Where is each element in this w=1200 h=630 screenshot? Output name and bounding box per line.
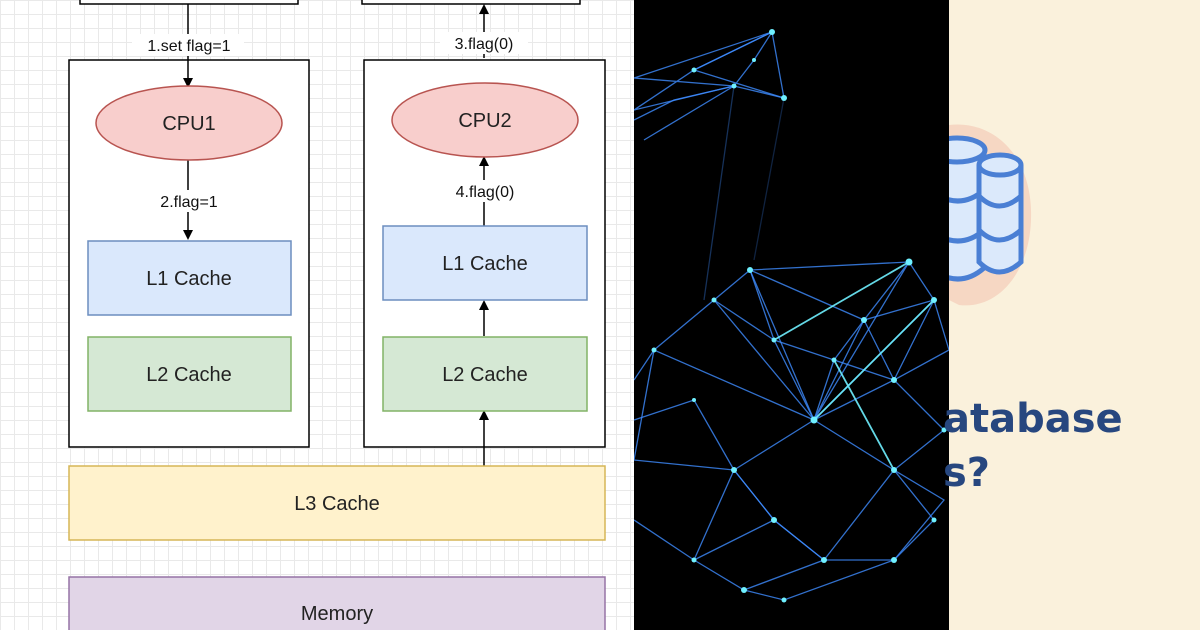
top-right-box (361, 0, 581, 5)
memory-label: Memory (301, 603, 373, 625)
l2-cache-right (382, 336, 588, 412)
database-title-line2: s? (943, 450, 991, 496)
database-title-line1: atabase (943, 396, 1123, 442)
top-left-box (79, 0, 299, 5)
edge-label-flag0-mid: 4.flag(0) (456, 184, 515, 201)
edge-label-flag0-top: 3.flag(0) (455, 36, 514, 53)
cpu1-label: CPU1 (162, 113, 215, 135)
memory (68, 576, 606, 630)
cpu1-node (95, 85, 283, 161)
l1-cache-left (87, 240, 292, 316)
cpu2-label: CPU2 (458, 110, 511, 132)
database-title: atabase s? (943, 392, 1200, 500)
l2-cache-left (87, 336, 292, 412)
l1-cache-right (382, 225, 588, 301)
network-mesh-graphic (634, 29, 949, 603)
cache-diagram: 1.set flag=1 2.flag=1 3.flag(0) 4.flag(0… (68, 0, 606, 630)
l2-cache-right-label: L2 Cache (442, 364, 528, 386)
l2-cache-left-label: L2 Cache (146, 364, 232, 386)
edge-label-flag1: 2.flag=1 (160, 194, 217, 211)
edge-label-set-flag: 1.set flag=1 (147, 38, 230, 55)
database-card-panel (949, 0, 1200, 630)
database-stack-icon (949, 124, 1032, 306)
l1-cache-left-label: L1 Cache (146, 268, 232, 290)
network-image-panel (634, 0, 949, 630)
cache-diagram-panel: 1.set flag=1 2.flag=1 3.flag(0) 4.flag(0… (0, 0, 634, 630)
l3-cache-label: L3 Cache (294, 493, 380, 515)
l3-cache (68, 465, 606, 541)
cpu2-node (391, 82, 579, 158)
l1-cache-right-label: L1 Cache (442, 253, 528, 275)
